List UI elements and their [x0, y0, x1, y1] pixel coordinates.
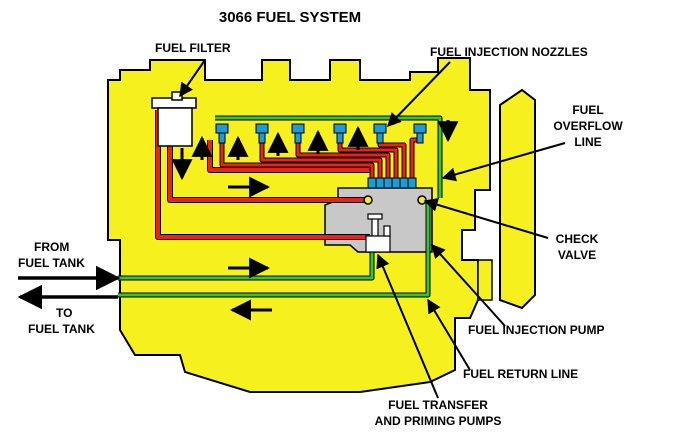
pump-inlet-point	[363, 195, 373, 205]
nozzle-2	[255, 123, 269, 144]
pump-outlet-fittings	[367, 177, 417, 189]
nozzle-4	[333, 123, 347, 144]
label-fuel-filter: FUEL FILTER	[155, 41, 231, 55]
fuel-supply-lines	[155, 110, 423, 240]
label-injection-pump: FUEL INJECTION PUMP	[468, 323, 604, 337]
label-from-tank-2: FUEL TANK	[18, 256, 85, 270]
transfer-priming-pump	[365, 213, 391, 253]
label-transfer-pumps-1: FUEL TRANSFER	[388, 398, 488, 412]
label-check-valve-1: CHECK	[556, 232, 599, 246]
injection-nozzles	[215, 123, 427, 144]
diagram-title: 3066 FUEL SYSTEM	[219, 9, 361, 26]
check-valve-point	[417, 195, 427, 205]
engine-top-cap	[477, 259, 493, 301]
label-injection-nozzles: FUEL INJECTION NOZZLES	[430, 45, 588, 59]
label-to-tank-1: TO	[56, 306, 72, 320]
fuel-filter	[151, 91, 197, 147]
label-overflow-line-2: OVERFLOW	[553, 119, 623, 133]
nozzle-5	[373, 123, 387, 144]
fuel-return-lines	[118, 115, 443, 298]
nozzle-6	[413, 123, 427, 144]
flow-arrows	[171, 120, 459, 321]
engine-rear-housing	[499, 88, 536, 310]
nozzle-3	[291, 123, 305, 144]
label-overflow-line-1: FUEL	[572, 103, 603, 117]
label-return-line: FUEL RETURN LINE	[463, 367, 578, 381]
label-overflow-line-3: LINE	[574, 135, 601, 149]
label-to-tank-2: FUEL TANK	[28, 322, 95, 336]
label-from-tank-1: FROM	[34, 240, 69, 254]
nozzle-1	[215, 123, 229, 144]
label-transfer-pumps-2: AND PRIMING PUMPS	[375, 414, 502, 428]
label-check-valve-2: VALVE	[558, 248, 596, 262]
leader-lines	[179, 59, 566, 399]
